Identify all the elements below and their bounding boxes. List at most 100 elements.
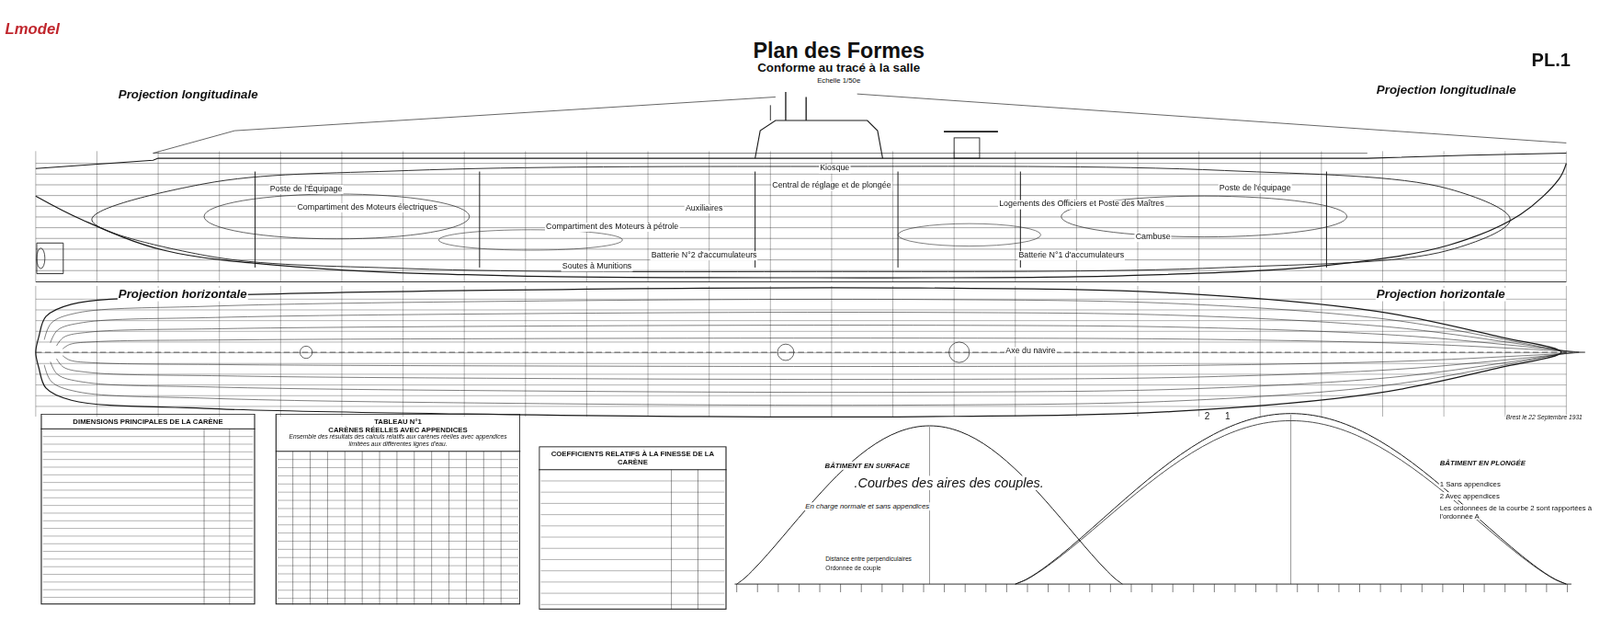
bulkhead: [478, 171, 480, 268]
scale-note: Distance entre perpendiculaires: [824, 555, 913, 562]
table-column: [362, 451, 364, 605]
area-curve: [737, 425, 1124, 584]
table-row: [540, 524, 725, 526]
table-row: [43, 580, 254, 582]
scale-tick: [1484, 583, 1486, 592]
table-row: [43, 550, 254, 552]
center-line: [35, 351, 1566, 353]
coefficients-table: COEFFICIENTS RELATIFS À LA FINESSE DE LA…: [538, 445, 727, 610]
station-line: [1198, 150, 1200, 282]
table-column: [309, 451, 311, 605]
bulkhead: [1326, 171, 1328, 268]
table-column: [697, 469, 699, 610]
sheet-number: PL.1: [1530, 51, 1571, 72]
compartment-name: Poste de l'Équipage: [269, 184, 344, 194]
station-line: [1320, 150, 1322, 282]
table-row: [43, 557, 254, 559]
station-line: [1137, 150, 1139, 282]
view-title: Projection horizontale: [1375, 287, 1507, 302]
scale-tick: [1525, 583, 1527, 592]
table-row: [540, 603, 725, 605]
station-line: [1382, 150, 1384, 282]
table-row: [277, 475, 519, 477]
station-line: [1076, 285, 1078, 417]
table-row: [540, 513, 725, 515]
station-line: [892, 285, 894, 417]
station-line: [953, 150, 955, 282]
bulkhead: [897, 171, 899, 268]
table-row: [277, 565, 519, 567]
table-row: [277, 499, 519, 501]
table-row: [277, 466, 519, 468]
hatch: [777, 343, 795, 361]
curve-note: En charge normale et sans appendices: [804, 501, 931, 511]
scale-tick: [1130, 583, 1132, 592]
deck-rail: [153, 152, 1368, 154]
waterline: [35, 373, 1566, 375]
date-note: Brest le 22 Septembre 1931: [1505, 414, 1584, 421]
periscope: [805, 96, 806, 121]
table-row: [43, 511, 254, 513]
table-row: [277, 523, 519, 525]
compartment-name: Cambuse: [1134, 232, 1172, 242]
scale-tick: [1006, 583, 1008, 592]
half-breadth-line: [44, 351, 1567, 406]
table-row: [540, 479, 725, 481]
hatch: [949, 341, 970, 363]
curve-base: [734, 583, 1571, 585]
scale-tick: [1068, 583, 1070, 592]
station-line: [770, 285, 772, 417]
scale-note: Echelle 1/50e: [816, 76, 862, 85]
scale-tick: [1441, 583, 1443, 592]
station-line: [464, 285, 466, 417]
curve-number: 1: [1224, 412, 1232, 423]
table-row: [277, 548, 519, 550]
station-line: [1504, 150, 1506, 282]
table-row: [540, 536, 725, 538]
table-row: [540, 580, 725, 582]
watermark: Lmodel: [3, 20, 60, 37]
bulkhead: [254, 171, 256, 268]
scale-tick: [1276, 583, 1278, 592]
compartment-name: Poste de l'équipage: [1218, 183, 1293, 193]
scale-tick: [1317, 583, 1319, 592]
waterline: [35, 162, 1566, 164]
scale-tick: [861, 583, 863, 592]
table-column: [500, 451, 502, 605]
table-title: TABLEAU N°1: [280, 417, 515, 426]
station-line: [770, 150, 772, 282]
waterline: [35, 205, 1566, 207]
station-line: [464, 150, 466, 282]
scale-tick: [1172, 583, 1174, 592]
table-row: [43, 573, 254, 575]
half-breadth-line: [56, 351, 1580, 380]
compartment-name: Batterie N°2 d'accumulateurs: [650, 250, 759, 261]
station-line: [524, 150, 526, 282]
table-row: [43, 520, 254, 522]
table-rule: [538, 468, 727, 470]
table-row: [277, 556, 519, 558]
table-title: CARÈNES RÉELLES AVEC APPENDICES: [280, 425, 515, 434]
table-column: [483, 451, 485, 605]
compartment-name: Central de réglage et de plongée: [771, 181, 893, 192]
station-line: [1076, 150, 1078, 282]
axis-name: Axe du navire: [1004, 347, 1057, 357]
scale-tick: [1566, 583, 1568, 592]
table-row: [277, 580, 519, 582]
scale-tick: [1400, 583, 1402, 592]
scale-tick: [985, 583, 987, 592]
curve-key: 1 Sans appendices: [1439, 479, 1502, 488]
station-line: [647, 150, 649, 282]
dimensions-table: DIMENSIONS PRINCIPALES DE LA CARÈNE: [40, 413, 255, 605]
view-title: Projection longitudinale: [117, 87, 260, 102]
station-line: [34, 150, 36, 282]
station-line: [647, 285, 649, 417]
station-line: [708, 285, 710, 417]
scale-tick: [1026, 583, 1028, 592]
station-line: [586, 285, 588, 417]
table-row: [43, 566, 254, 568]
scale-tick: [1421, 583, 1423, 592]
waterline: [35, 173, 1566, 175]
table-column: [379, 451, 381, 605]
deck-gun: [953, 137, 980, 159]
